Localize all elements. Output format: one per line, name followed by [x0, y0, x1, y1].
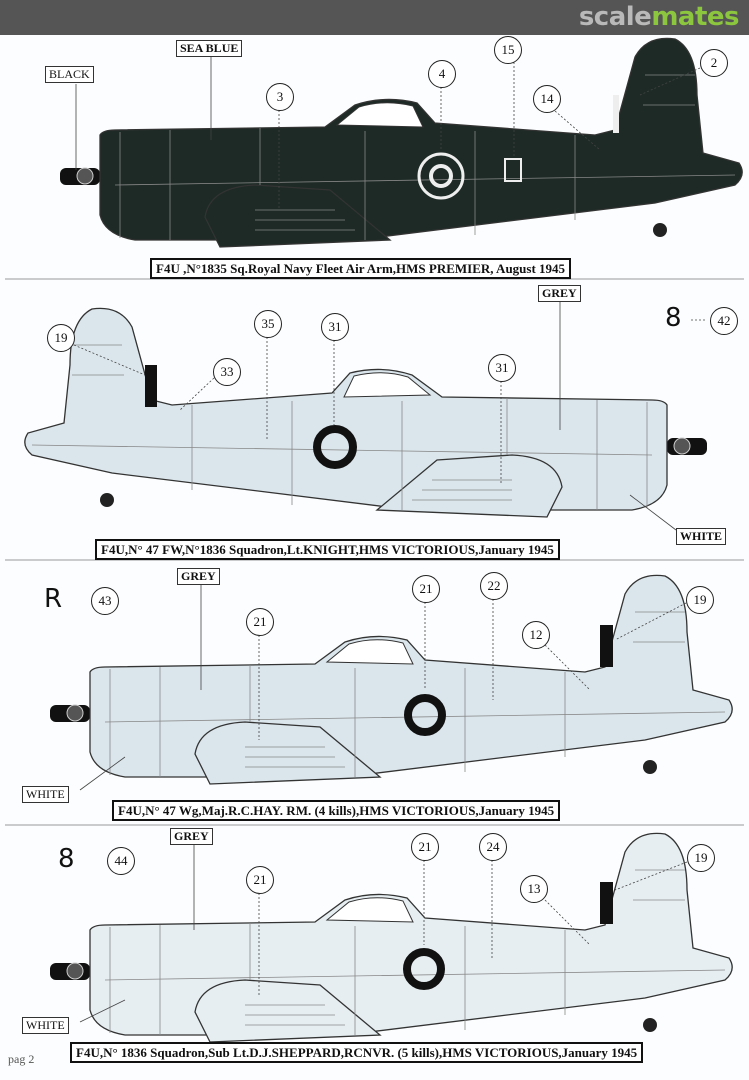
decal-callout: 31	[488, 354, 516, 382]
roundel	[404, 694, 446, 736]
decal-callout: 44	[107, 847, 135, 875]
profile-caption: F4U ,N°1835 Sq.Royal Navy Fleet Air Arm,…	[150, 258, 572, 279]
decal-callout: 21	[246, 866, 274, 894]
color-label-white: WHITE	[676, 528, 727, 545]
decal-callout: 19	[47, 324, 75, 352]
color-label-black: BLACK	[45, 66, 94, 83]
color-label-grey: GREY	[170, 828, 213, 845]
profile-1-aircraft	[59, 37, 743, 248]
decal-callout: 12	[522, 621, 550, 649]
code-letter-decal: 8	[58, 844, 75, 874]
decal-callout: 35	[254, 310, 282, 338]
decal-callout: 19	[686, 586, 714, 614]
decal-callout: 22	[480, 572, 508, 600]
roundel	[403, 948, 445, 990]
decal-callout: 33	[213, 358, 241, 386]
decal-callout: 24	[479, 833, 507, 861]
color-label-sea-blue: SEA BLUE	[176, 40, 243, 57]
decal-callout: 13	[520, 875, 548, 903]
roundel	[313, 425, 357, 469]
decal-callout: 21	[246, 608, 274, 636]
profile-4-aircraft	[49, 832, 733, 1043]
decal-callout: 21	[412, 575, 440, 603]
color-label-white: WHITE	[22, 786, 69, 803]
profile-2-aircraft	[24, 307, 708, 518]
profile-3-aircraft	[49, 574, 733, 785]
code-letter-decal: 8	[665, 303, 682, 333]
decal-callout: 31	[321, 313, 349, 341]
leader-lines	[73, 57, 705, 1023]
roundel	[417, 152, 465, 200]
profile-caption: F4U,N° 1836 Squadron,Sub Lt.D.J.SHEPPARD…	[70, 1042, 644, 1063]
decal-callout: 43	[91, 587, 119, 615]
decal-callout: 2	[700, 49, 728, 77]
watermark-bar: scalemates	[0, 0, 749, 35]
color-label-white: WHITE	[22, 1017, 69, 1034]
decal-callout: 19	[687, 844, 715, 872]
profile-caption: F4U,N° 47 FW,N°1836 Squadron,Lt.KNIGHT,H…	[95, 539, 560, 560]
decal-callout: 21	[411, 833, 439, 861]
scalemates-logo[interactable]: scalemates	[578, 2, 740, 32]
code-letter-decal: R	[44, 584, 63, 614]
page-number: pag 2	[8, 1052, 35, 1066]
color-label-grey: GREY	[538, 285, 581, 302]
decal-callout: 4	[428, 60, 456, 88]
decal-callout: 42	[710, 307, 738, 335]
decal-callout: 3	[266, 83, 294, 111]
profile-caption: F4U,N° 47 Wg,Maj.R.C.HAY. RM. (4 kills),…	[112, 800, 561, 821]
section-dividers	[5, 278, 744, 826]
decal-callout: 15	[494, 36, 522, 64]
decal-callout: 14	[533, 85, 561, 113]
color-label-grey: GREY	[177, 568, 220, 585]
